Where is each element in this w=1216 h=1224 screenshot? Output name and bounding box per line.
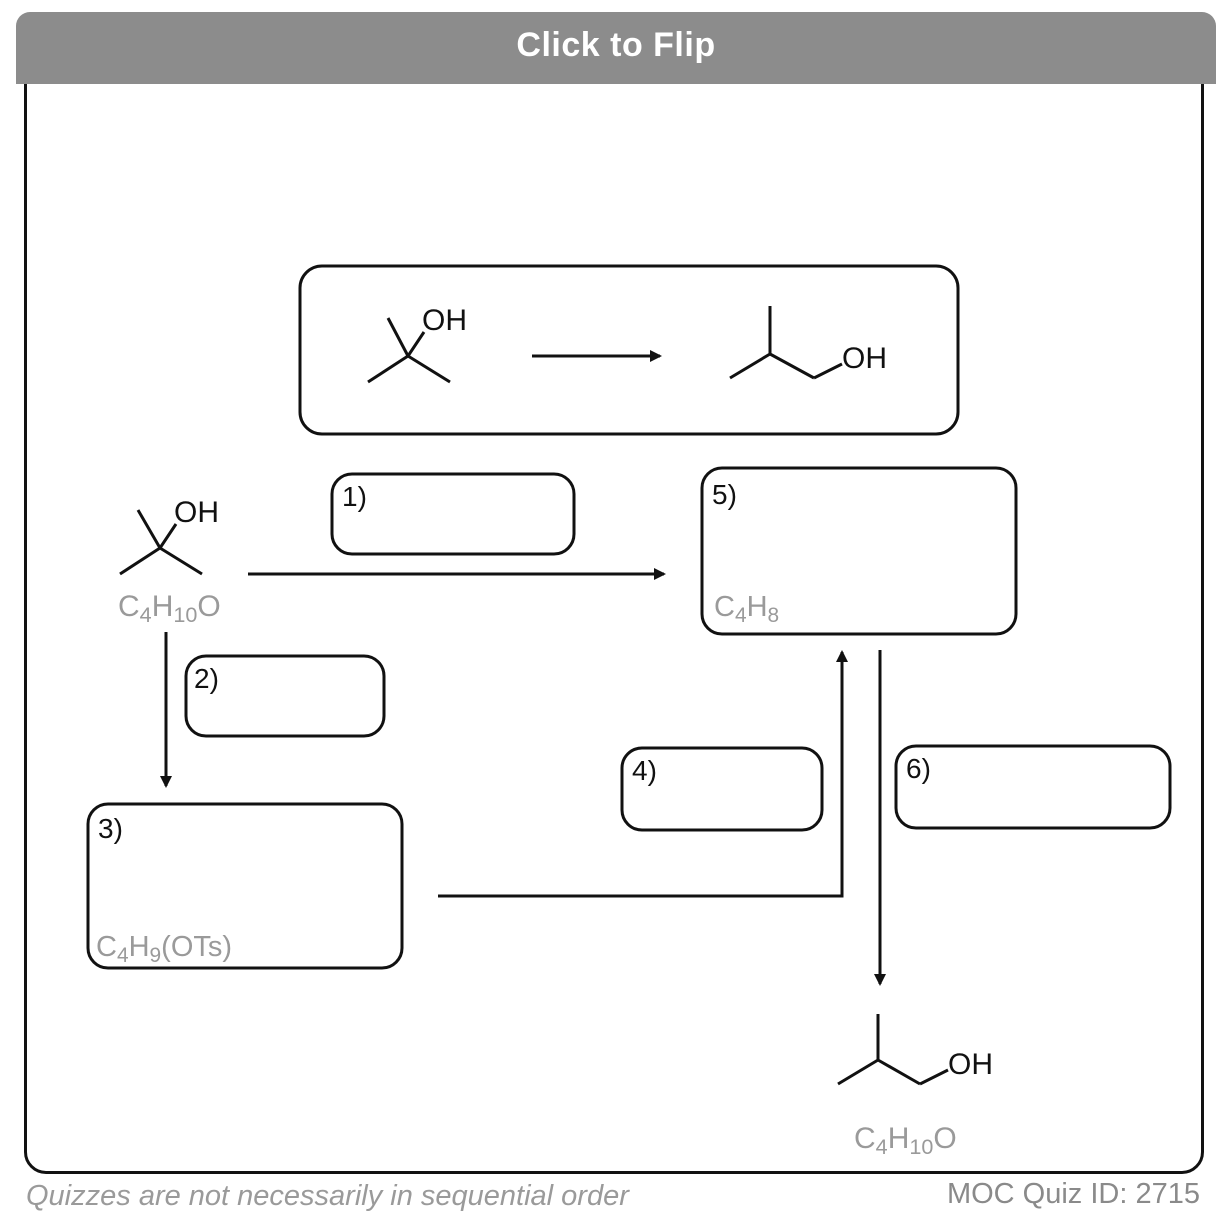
tert-butanol-structure (367, 317, 451, 384)
final-isobutanol-structure (837, 1014, 949, 1086)
start-oh-label: OH (174, 496, 219, 529)
step-1-label: 1) (342, 481, 367, 512)
step-3-formula: C4H9(OTs) (96, 931, 232, 967)
step-5-box[interactable]: 5) C4H8 (700, 466, 1018, 636)
step-3-box[interactable]: 3) C4H9(OTs) (86, 802, 404, 970)
sequence-disclaimer: Quizzes are not necessarily in sequentia… (26, 1180, 629, 1212)
step-4-label: 4) (632, 755, 657, 786)
arrow-tosylate-to-alkene (438, 650, 848, 898)
click-to-flip-label: Click to Flip (516, 26, 716, 64)
step-6-box[interactable]: 6) (894, 744, 1172, 830)
isobutanol-structure (729, 306, 843, 380)
final-oh-label: OH (948, 1048, 993, 1081)
start-tert-butanol-structure (119, 509, 203, 576)
step-3-label: 3) (98, 813, 123, 844)
step-1-box[interactable]: 1) (330, 472, 576, 556)
step-5-formula: C4H8 (714, 591, 779, 627)
start-formula: C4H10O (118, 590, 221, 627)
overview-product-oh: OH (842, 342, 887, 375)
click-to-flip-bar[interactable]: Click to Flip (16, 12, 1216, 84)
final-formula: C4H10O (854, 1122, 957, 1159)
overview-box: OH OH (298, 264, 960, 436)
step-4-box[interactable]: 4) (620, 746, 824, 832)
overview-start-oh: OH (422, 304, 467, 337)
step-5-label: 5) (712, 479, 737, 510)
step-2-box[interactable]: 2) (184, 654, 386, 738)
step-2-label: 2) (194, 663, 219, 694)
step-6-label: 6) (906, 753, 931, 784)
quiz-id: MOC Quiz ID: 2715 (946, 1178, 1200, 1210)
